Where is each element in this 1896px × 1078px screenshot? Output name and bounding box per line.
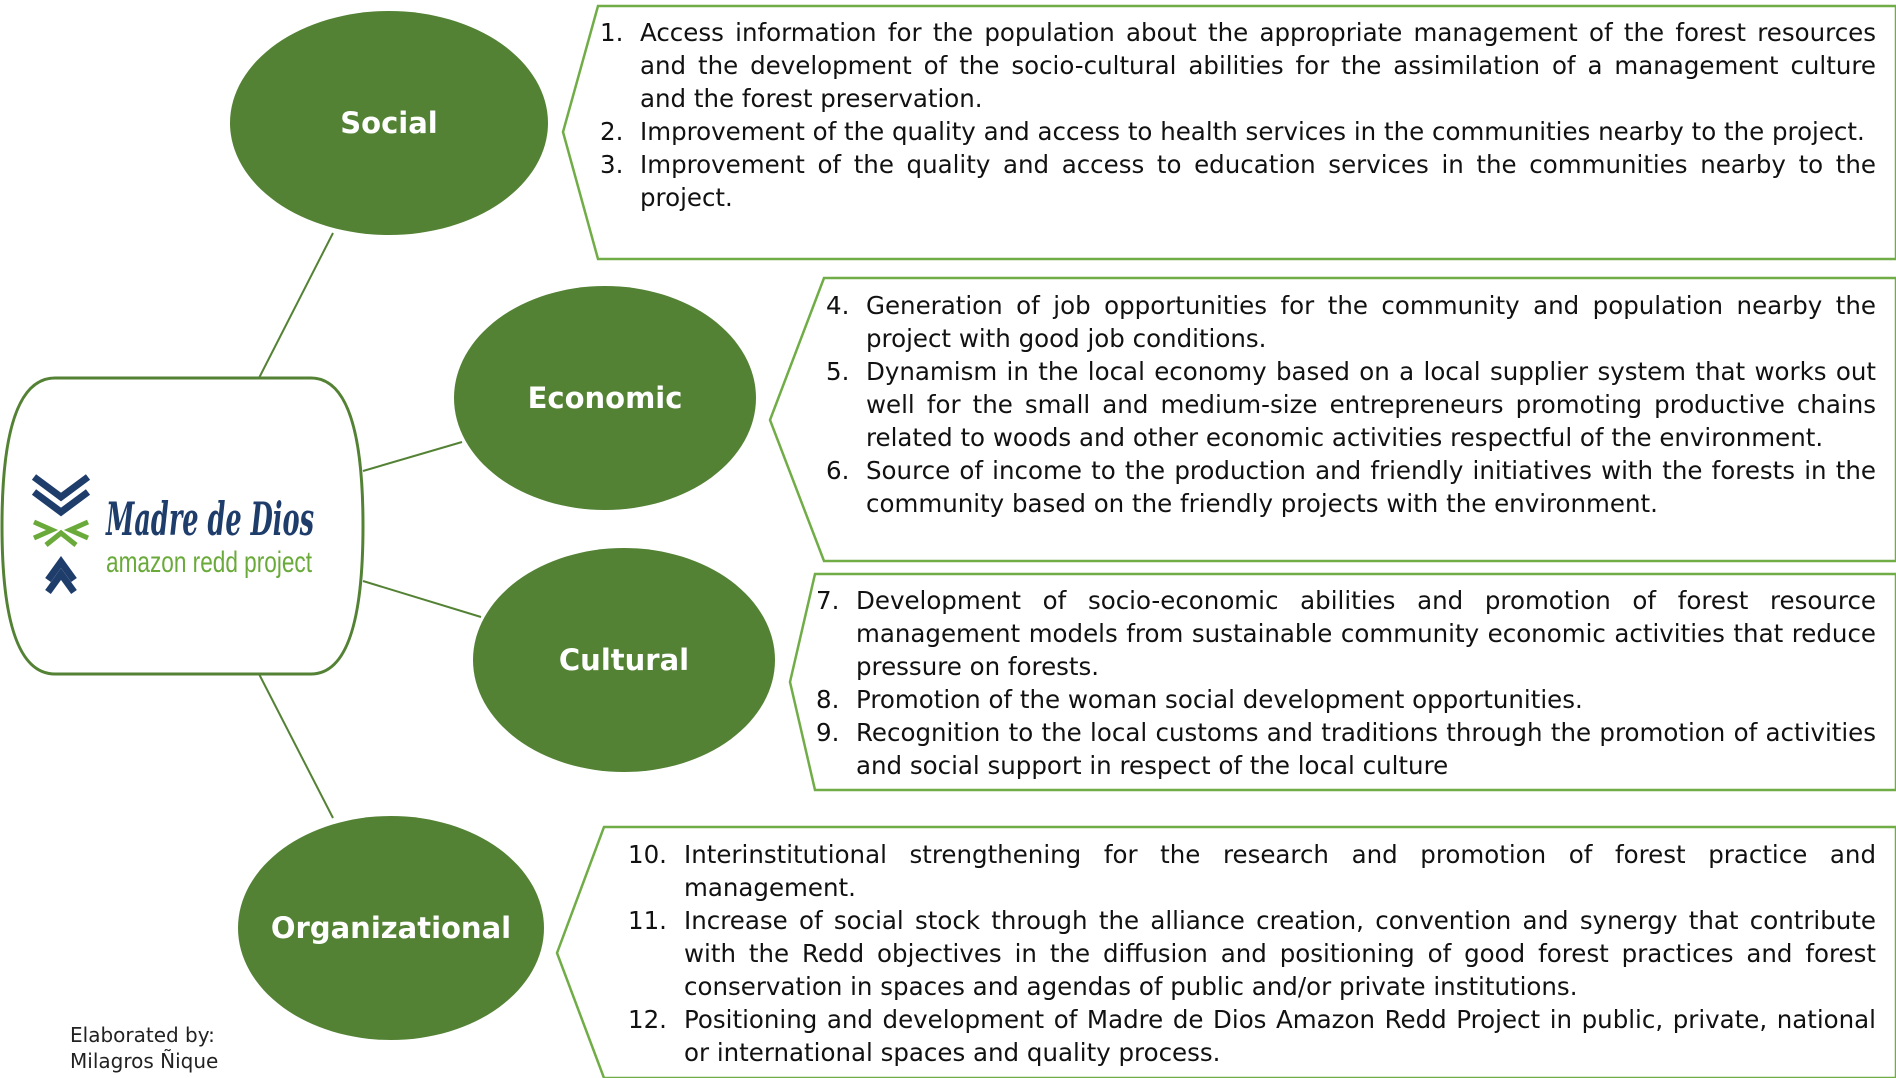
list-item: 1.Access information for the population … [600, 18, 1876, 113]
ellipse-organizational [238, 816, 544, 1040]
callout-box-economic [768, 276, 1896, 563]
list-item: 8.Promotion of the woman social developm… [816, 685, 1583, 714]
ellipse-cultural [473, 548, 775, 772]
list-item: 2.Improvement of the quality and access … [600, 117, 1865, 146]
connector-economic [362, 441, 463, 472]
list-item: 11.Increase of social stock through the … [628, 906, 1876, 1001]
list-item: 7.Development of socio-economic abilitie… [816, 586, 1876, 681]
ellipse-label-social: Social [340, 106, 437, 140]
credit-line-1: Elaborated by: [70, 1023, 215, 1047]
credit-line-2: Milagros Ñique [70, 1049, 219, 1073]
list-economic: 4.Generation of job opportunities for th… [826, 289, 1876, 520]
list-organizational: 10.Interinstitutional strengthening for … [628, 838, 1876, 1069]
list-item: 12.Positioning and development of Madre … [628, 1005, 1876, 1067]
list-social: 1.Access information for the population … [600, 16, 1876, 214]
list-item: 10.Interinstitutional strengthening for … [628, 840, 1876, 902]
list-item: 5.Dynamism in the local economy based on… [826, 357, 1876, 452]
connector-organizational [258, 673, 334, 819]
ellipse-label-cultural: Cultural [559, 643, 689, 677]
central-logo-shape [0, 376, 365, 676]
callout-box-organizational [555, 825, 1896, 1078]
connector-social [258, 232, 334, 379]
logo-subtitle: amazon redd project [106, 546, 312, 579]
list-item: 4.Generation of job opportunities for th… [826, 291, 1876, 353]
list-item: 6.Source of income to the production and… [826, 456, 1876, 518]
callout-box-social [561, 4, 1896, 261]
connector-cultural [362, 580, 482, 618]
list-item: 9.Recognition to the local customs and t… [816, 718, 1876, 780]
callout-box-cultural [788, 572, 1896, 792]
list-cultural: 7.Development of socio-economic abilitie… [816, 584, 1876, 782]
ellipse-economic [454, 286, 756, 510]
logo-mark-icon [31, 474, 91, 595]
ellipse-label-organizational: Organizational [271, 911, 511, 945]
ellipse-label-economic: Economic [528, 381, 683, 415]
list-item: 3.Improvement of the quality and access … [600, 150, 1876, 212]
ellipse-social [230, 11, 548, 235]
logo-title: Madre de Dios [105, 492, 314, 546]
credit-note: Elaborated by: Milagros Ñique [70, 1022, 218, 1074]
